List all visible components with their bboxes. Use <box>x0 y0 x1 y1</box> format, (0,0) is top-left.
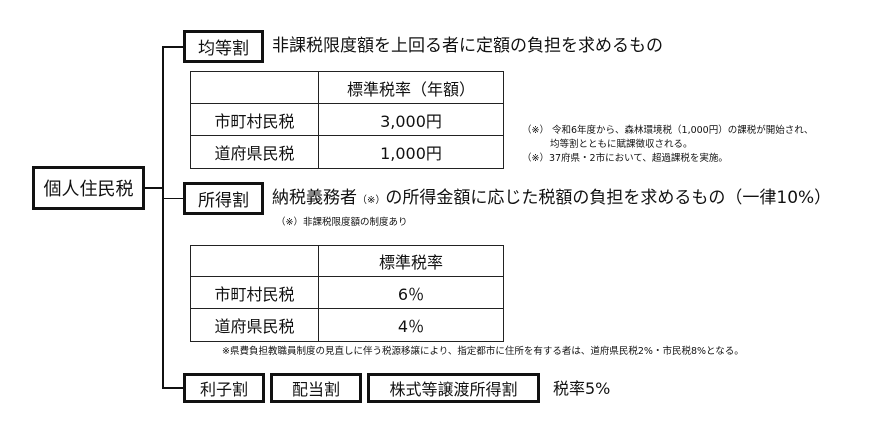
stock-transfer-income-wari-box: 株式等譲渡所得割 <box>367 373 540 403</box>
kintouwari-box: 均等割 <box>183 30 264 63</box>
shotokuwari-rate-table: 標準税率 市町村民税 6％ 道府県民税 4％ <box>190 245 504 342</box>
table-header-standard-rate: 標準税率 <box>318 245 504 277</box>
row-name: 道府県民税 <box>190 308 319 342</box>
kintouwari-rate-table: 標準税率（年額） 市町村民税 3,000円 道府県民税 1,000円 <box>190 71 504 169</box>
description-mark: （※） <box>357 195 386 206</box>
haitouwari-box: 配当割 <box>270 373 362 403</box>
shotokuwari-label: 所得割 <box>198 191 249 211</box>
table-row: 道府県民税 1,000円 <box>190 135 504 169</box>
table-header-blank <box>190 71 319 104</box>
shotokuwari-box: 所得割 <box>183 182 264 215</box>
row-name: 道府県民税 <box>190 135 319 169</box>
rishiwari-box: 利子割 <box>183 373 265 403</box>
row-value: 6％ <box>318 276 504 309</box>
table-header-standard-rate: 標準税率（年額） <box>318 71 504 104</box>
row-name: 市町村民税 <box>190 103 319 136</box>
stock-transfer-label: 株式等譲渡所得割 <box>389 380 518 399</box>
note-line-2: 均等割とともに賦課徴収される。 <box>550 139 693 150</box>
description-pre: 納税義務者 <box>272 188 357 208</box>
table-row: 道府県民税 4％ <box>190 308 504 342</box>
description-post: の所得金額に応じた税額の負担を求めるもの（一律10%） <box>385 188 832 208</box>
row-value: 1,000円 <box>318 135 504 169</box>
branch-line-shotokuwari <box>162 198 184 199</box>
kintouwari-notes: （※） 令和6年度から、森林環境税（1,000円）の課税が開始され、 均等割とと… <box>522 124 813 166</box>
branch-line-others <box>162 387 184 389</box>
root-box-individual-resident-tax: 個人住民税 <box>32 166 145 210</box>
root-label: 個人住民税 <box>43 179 134 200</box>
table-row: 市町村民税 6％ <box>190 276 504 309</box>
row-value: 3,000円 <box>318 103 504 136</box>
table-header-blank <box>190 245 319 277</box>
branch-line-kintouwari <box>162 46 184 48</box>
table-row: 市町村民税 3,000円 <box>190 103 504 136</box>
note-line-1: （※） 令和6年度から、森林環境税（1,000円）の課税が開始され、 <box>522 125 814 136</box>
kintouwari-label: 均等割 <box>198 39 249 59</box>
shotokuwari-description: 納税義務者（※）の所得金額に応じた税額の負担を求めるもの（一律10%） <box>272 188 831 211</box>
row-value: 4％ <box>318 308 504 342</box>
shotokuwari-footnote: ※県費負担教職員制度の見直しに伴う税源移譲により、指定都市に住所を有する者は、道… <box>222 346 744 357</box>
others-rate: 税率5% <box>553 379 611 398</box>
note-line-3: （※）37府県・2市において、超過課税を実施。 <box>522 153 728 164</box>
shotokuwari-subnote: （※）非課税限度額の制度あり <box>276 217 408 228</box>
root-connector-line <box>144 187 163 189</box>
row-name: 市町村民税 <box>190 276 319 309</box>
rishiwari-label: 利子割 <box>199 380 248 399</box>
kintouwari-description: 非課税限度額を上回る者に定額の負担を求めるもの <box>272 36 663 56</box>
haitouwari-label: 配当割 <box>291 380 340 399</box>
tree-trunk-line <box>162 46 164 388</box>
